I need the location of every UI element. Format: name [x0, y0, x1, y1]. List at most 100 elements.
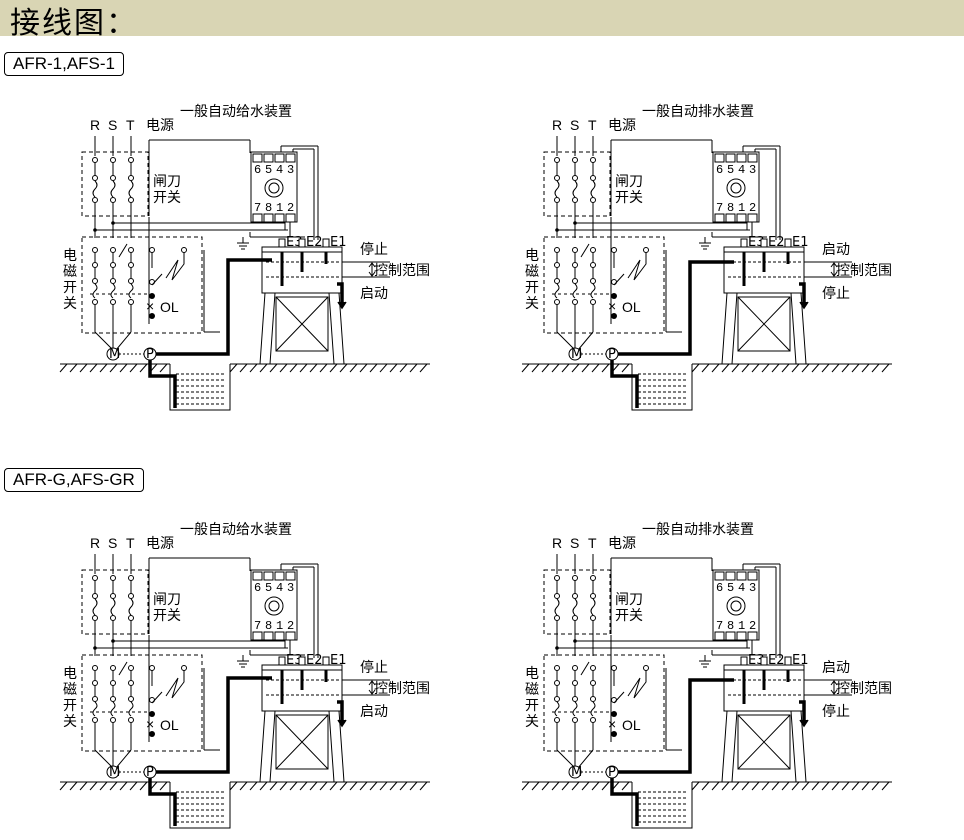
contactor-contact [92, 696, 98, 702]
contactor-contact [92, 680, 98, 686]
ground-hatch [359, 363, 368, 373]
diagram-title: 一般自动排水装置 [642, 104, 754, 120]
switch-contact [110, 615, 116, 621]
knife-switch-label-2: 开关 [615, 190, 643, 206]
ground-hatch [521, 781, 530, 791]
ground-hatch [79, 363, 88, 373]
ol-switch [613, 273, 625, 286]
contactor-contact [590, 247, 596, 253]
electrode-label-e2: E2 [768, 653, 785, 668]
ground-hatch [99, 363, 108, 373]
switch-contact [554, 157, 560, 163]
electrode-label-e3: E3 [748, 235, 765, 250]
contactor-label-3: 关 [525, 714, 539, 730]
knife-switch-label-1: 闸刀 [153, 592, 181, 608]
ground-hatch [369, 781, 378, 791]
contactor-contact [590, 680, 596, 686]
ground-hatch [379, 781, 388, 791]
terminal-top-6: 6 [254, 581, 261, 595]
tower-legs [259, 710, 345, 783]
contactor-label-0: 电 [525, 248, 539, 264]
contactor-coil [580, 661, 590, 676]
ground-hatch [731, 363, 740, 373]
ground-hatch [531, 781, 540, 791]
relay-screw-top [274, 571, 285, 581]
switch-contact [572, 575, 578, 581]
outlet-pipe [337, 700, 344, 724]
ol-contact-closed [611, 711, 617, 717]
relay-knob-inner [730, 600, 742, 612]
ground-hatch [109, 363, 118, 373]
electrode-cap [760, 238, 768, 248]
tower-bracing [275, 714, 329, 770]
tower-bracing [737, 714, 791, 770]
ground-hatch [821, 363, 830, 373]
level-top-label: 停止 [360, 659, 388, 676]
terminal-bottom-8: 8 [727, 619, 734, 633]
pump-label: P [146, 347, 154, 362]
contactor-label-3: 关 [525, 296, 539, 312]
contactor-box [81, 654, 203, 752]
ground-hatch [349, 363, 358, 373]
ground-hatch [129, 363, 138, 373]
contactor-contact [572, 696, 578, 702]
coil-terminal [643, 665, 649, 671]
contactor-contact [572, 717, 578, 723]
switch-contact [128, 197, 134, 203]
level-range-label: 控制范围 [374, 262, 430, 279]
knife-switch-label-2: 开关 [615, 608, 643, 624]
contactor-label-0: 电 [525, 666, 539, 682]
motor-feeder [556, 331, 594, 351]
ground-hatch [399, 363, 408, 373]
contactor-contact [110, 262, 116, 268]
ground-hatch [701, 781, 710, 791]
model-label-afr-g: AFR-G,AFS-GR [4, 468, 144, 492]
phase-label-s: S [570, 535, 579, 551]
contactor-contact [572, 262, 578, 268]
motor-label: M [571, 347, 582, 362]
terminal-bottom-1: 1 [738, 201, 745, 215]
junction-dot [111, 639, 115, 643]
tower-legs [259, 292, 345, 365]
contactor-contact [110, 299, 116, 305]
contactor-contact [554, 665, 560, 671]
fuse-symbol [572, 598, 578, 616]
diagram-title: 一般自动排水装置 [642, 522, 754, 538]
ground-hatch [419, 781, 428, 791]
contactor-contact [92, 665, 98, 671]
relay-screw-top [252, 571, 263, 581]
relay-screw-top [285, 153, 296, 163]
motor-feeder [556, 749, 594, 769]
ground-hatch [289, 363, 298, 373]
ground-hatch [841, 363, 850, 373]
ground-hatch [871, 363, 880, 373]
terminal-top-5: 5 [727, 581, 734, 595]
ground-hatch [399, 781, 408, 791]
switch-contact [554, 175, 560, 181]
junction-dot [555, 646, 559, 650]
coil-terminal [181, 665, 187, 671]
diagram-title: 一般自动给水装置 [180, 522, 292, 538]
contactor-contact [92, 247, 98, 253]
contactor-contact [128, 696, 134, 702]
ground-hatch [229, 781, 238, 791]
contactor-contact [554, 262, 560, 268]
junction-dot [555, 228, 559, 232]
ol-cross: × [146, 716, 154, 732]
knife-switch-label-2: 开关 [153, 608, 181, 624]
electrode-label-e1: E1 [330, 235, 347, 250]
phase-label-t: T [126, 117, 135, 133]
ol-label: OL [622, 717, 641, 733]
terminal-bottom-1: 1 [738, 619, 745, 633]
switch-contact [92, 593, 98, 599]
fuse-symbol [92, 180, 98, 198]
contactor-contact [572, 247, 578, 253]
ground-hatch [841, 781, 850, 791]
terminal-bottom-2: 2 [749, 201, 756, 215]
fuse-symbol [590, 180, 596, 198]
ground-hatch [339, 363, 348, 373]
sump-pit [631, 364, 693, 411]
contactor-box [81, 236, 203, 334]
ground-hatch [309, 363, 318, 373]
